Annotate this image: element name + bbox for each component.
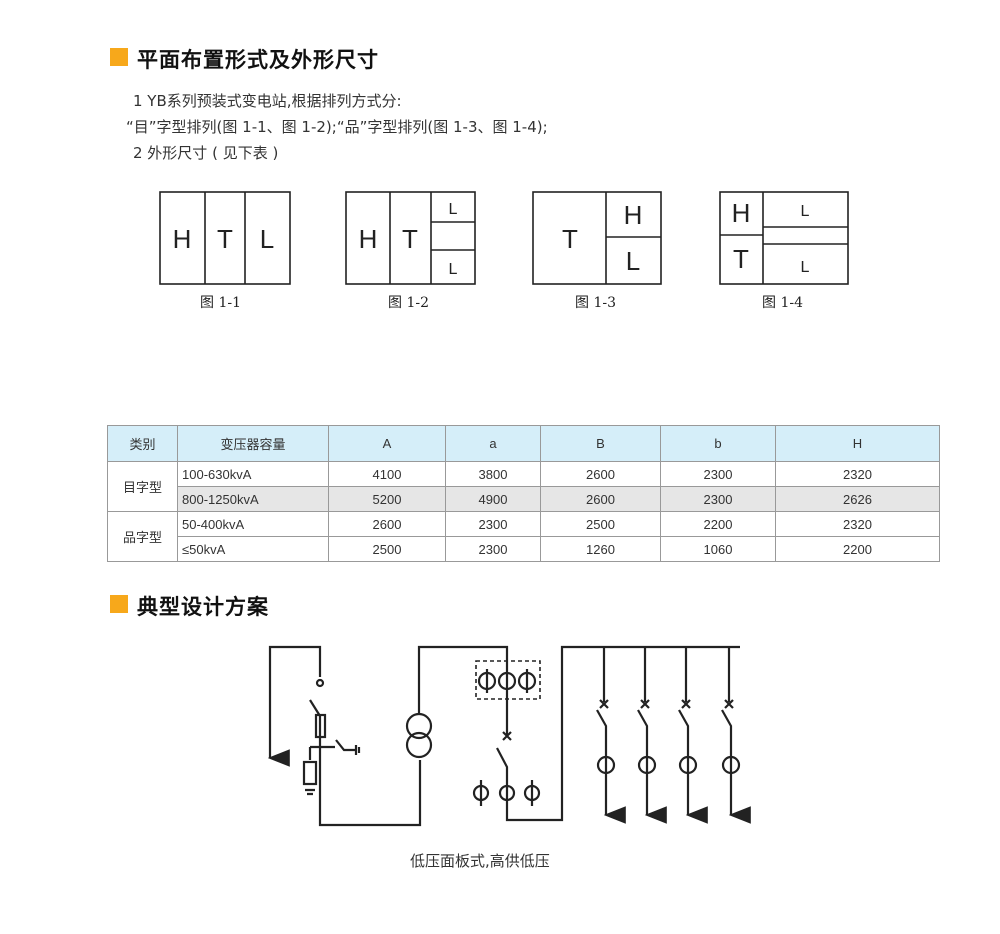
figure-1-2: H T L L <box>345 191 476 285</box>
fig-label: T <box>733 244 749 274</box>
cell: 2626 <box>775 486 940 512</box>
cell: 2300 <box>445 511 541 537</box>
col-header: A <box>328 425 446 462</box>
section-title: 典型设计方案 <box>137 595 269 619</box>
figure-caption: 图 1-3 <box>575 295 616 311</box>
cell: 2500 <box>540 511 661 537</box>
table-row: ≤50kvA 2500 2300 1260 1060 2200 <box>108 536 940 562</box>
fig-label: L <box>801 203 810 220</box>
text-line: 1 YB系列预装式变电站,根据排列方式分: <box>133 92 402 110</box>
fig-label: H <box>624 200 643 230</box>
col-header: 变压器容量 <box>177 425 329 462</box>
cell: 100-630kvA <box>177 461 329 487</box>
section-marker-icon <box>110 48 128 66</box>
fig-label: H <box>732 198 751 228</box>
cell: 4100 <box>328 461 446 487</box>
cell: 1060 <box>660 536 776 562</box>
section-title: 平面布置形式及外形尺寸 <box>137 48 379 72</box>
section-marker-icon <box>110 595 128 613</box>
col-header: b <box>660 425 776 462</box>
table-row: 目字型 100-630kvA 4100 3800 2600 2300 2320 <box>107 461 940 512</box>
fig-label: H <box>359 224 378 254</box>
text-line: 2 外形尺寸 ( 见下表 ) <box>133 144 279 162</box>
fig-label: H <box>173 224 192 254</box>
figure-caption: 图 1-4 <box>762 295 803 311</box>
cell: 5200 <box>328 486 446 512</box>
fig-label: T <box>402 224 418 254</box>
layout-figures: H T L H T L L T H L H L T L <box>159 191 849 285</box>
cell: 50-400kvA <box>177 511 329 537</box>
fig-label: L <box>449 201 458 218</box>
col-header: 类别 <box>107 425 178 462</box>
fig-label: T <box>562 224 578 254</box>
cell: 2200 <box>775 536 940 562</box>
fig-label: L <box>626 246 640 276</box>
dimension-table: 类别 变压器容量 A a B b H 目字型 100-630kvA 4100 3… <box>107 425 940 562</box>
figure-1-4: H L T L <box>719 191 849 285</box>
figure-caption: 图 1-1 <box>200 295 241 311</box>
cell: 4900 <box>445 486 541 512</box>
cell: 2200 <box>660 511 776 537</box>
fig-label: L <box>449 261 458 278</box>
figure-1-3: T H L <box>532 191 662 285</box>
feeder-branches <box>597 647 739 815</box>
cell: 800-1250kvA <box>177 486 329 512</box>
cell: 2300 <box>445 536 541 562</box>
cell: 1260 <box>540 536 661 562</box>
table-row: 800-1250kvA 5200 4900 2600 2300 2626 <box>108 486 940 512</box>
cell: ≤50kvA <box>177 536 329 562</box>
cell: 2600 <box>540 486 661 512</box>
cell: 2500 <box>328 536 446 562</box>
fig-label: T <box>217 224 233 254</box>
diagram-caption: 低压面板式,高供低压 <box>410 852 550 870</box>
col-header: H <box>775 425 940 462</box>
text-line: “目”字型排列(图 1-1、图 1-2);“品”字型排列(图 1-3、图 1-4… <box>126 118 548 136</box>
fig-label: L <box>260 224 274 254</box>
fig-label: L <box>801 259 810 276</box>
col-header: a <box>445 425 541 462</box>
group-cell: 品字型 <box>107 511 178 562</box>
figure-1-1: H T L <box>159 191 291 285</box>
figure-caption: 图 1-2 <box>388 295 429 311</box>
table-header-row: 类别 变压器容量 A a B b H <box>107 425 940 462</box>
